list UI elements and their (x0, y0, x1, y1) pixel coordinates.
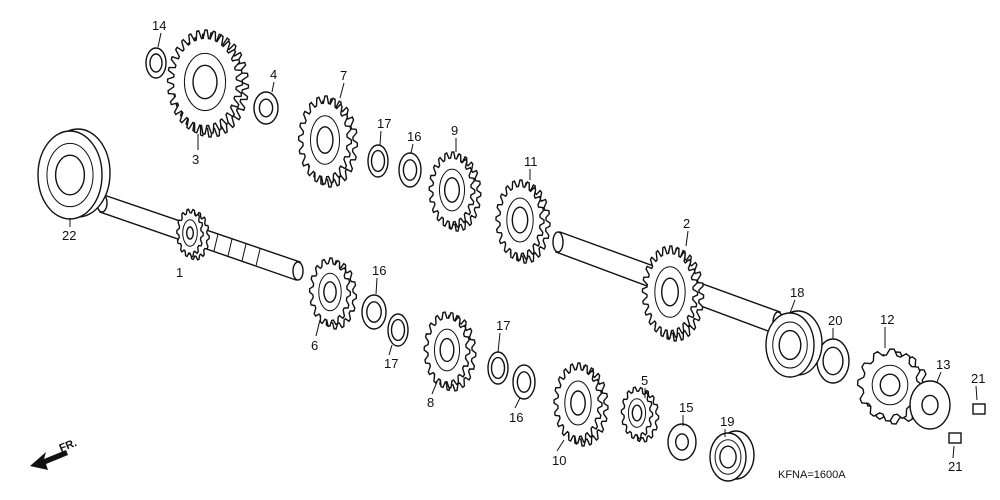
gear-8 (423, 311, 477, 392)
callout-c18: 18 (790, 285, 804, 300)
leader-line-c18 (789, 299, 796, 314)
leader-line-c14 (157, 32, 162, 48)
callout-c16c: 16 (509, 410, 523, 425)
callout-c13: 13 (936, 357, 950, 372)
callout-c3: 3 (192, 152, 199, 167)
callout-c17b: 17 (384, 356, 398, 371)
bolt-21-lower (948, 432, 962, 444)
gear-6 (308, 257, 358, 330)
leader-line-c6 (315, 319, 321, 337)
callout-c20: 20 (828, 313, 842, 328)
bearing-22 (37, 128, 111, 220)
gear-5 (620, 386, 660, 443)
leader-line-c7 (339, 82, 345, 99)
callout-c6: 6 (311, 338, 318, 353)
gear-3 (166, 29, 250, 138)
callout-c21a: 21 (971, 371, 985, 386)
figure-code: KFNA=1600A (778, 469, 846, 481)
gear-11 (495, 179, 551, 264)
callout-c11: 11 (524, 154, 538, 169)
callout-c8: 8 (427, 395, 434, 410)
bearing-18 (765, 310, 823, 378)
front-arrow-icon (30, 450, 68, 470)
callout-c19: 19 (720, 414, 734, 429)
countershaft-gear (641, 245, 705, 342)
callout-c21b: 21 (948, 459, 962, 474)
gear-9 (428, 151, 482, 232)
leader-lines (69, 32, 978, 459)
leader-line-c10 (556, 439, 565, 452)
leader-line-c17b (388, 344, 393, 356)
mainshaft-gear (176, 208, 210, 261)
leader-line-c8 (431, 381, 438, 395)
washer-16-lower (512, 364, 536, 400)
leader-line-c16c (514, 397, 521, 409)
callout-c12: 12 (880, 312, 894, 327)
circlip-17-upper (367, 144, 389, 178)
leader-line-c21b (952, 445, 955, 459)
callout-c15: 15 (679, 400, 693, 415)
callout-c16a: 16 (407, 129, 421, 144)
thrust-washer-14 (145, 47, 167, 79)
bearing-19 (709, 430, 755, 482)
leader-line-c13 (936, 371, 942, 383)
callout-c9: 9 (451, 123, 458, 138)
fixing-plate-13 (909, 380, 951, 430)
leader-line-c2 (685, 230, 689, 247)
leader-line-c21a (975, 385, 978, 401)
bolt-21-upper (972, 403, 986, 415)
callout-c2: 2 (683, 216, 690, 231)
oil-seal-20 (816, 338, 850, 384)
front-direction-indicator: FR. (30, 437, 79, 470)
callout-c16b: 16 (372, 263, 386, 278)
front-label: FR. (58, 437, 79, 455)
callout-c7: 7 (340, 68, 347, 83)
gear-10 (553, 362, 609, 447)
leader-line-c4 (271, 81, 275, 93)
callout-c17a: 17 (377, 116, 391, 131)
gear-7 (297, 95, 359, 188)
circlip-17-lower (487, 351, 509, 385)
leader-line-c16a (410, 143, 414, 154)
parts-layer (37, 29, 986, 482)
callout-c17c: 17 (496, 318, 510, 333)
callout-c5: 5 (641, 373, 648, 388)
bushing-4 (253, 91, 279, 125)
washer-16-upper (398, 152, 422, 188)
washer-15 (667, 423, 697, 461)
leader-line-c17a (379, 130, 382, 146)
callout-c4: 4 (270, 67, 277, 82)
leader-line-c17c (497, 332, 501, 353)
leader-line-c16b (375, 277, 378, 295)
callout-c1: 1 (176, 265, 183, 280)
callout-c22: 22 (62, 228, 76, 243)
callout-c10: 10 (552, 453, 566, 468)
circlip-17-middle (387, 313, 409, 347)
washer-16-middle (361, 294, 387, 330)
callout-c14: 14 (152, 18, 166, 33)
